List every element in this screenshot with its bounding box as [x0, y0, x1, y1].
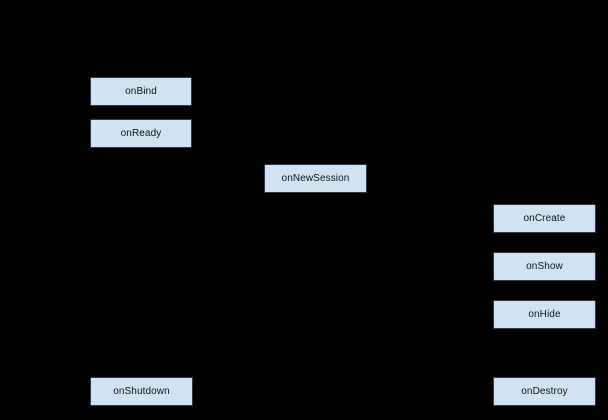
- node-label: onShutdown: [113, 385, 170, 397]
- node-label: onNewSession: [281, 172, 350, 184]
- node-onbind[interactable]: onBind: [90, 77, 192, 106]
- node-label: onShow: [526, 260, 563, 272]
- node-label: onBind: [125, 85, 157, 97]
- node-oncreate[interactable]: onCreate: [493, 204, 596, 233]
- node-label: onHide: [528, 308, 561, 320]
- node-onhide[interactable]: onHide: [493, 300, 596, 329]
- node-ondestroy[interactable]: onDestroy: [493, 377, 596, 406]
- node-onshutdown[interactable]: onShutdown: [90, 377, 193, 406]
- node-label: onReady: [120, 127, 162, 139]
- node-onshow[interactable]: onShow: [493, 252, 596, 281]
- node-onnewsession[interactable]: onNewSession: [264, 164, 367, 193]
- node-label: onDestroy: [521, 385, 568, 397]
- node-onready[interactable]: onReady: [90, 119, 192, 148]
- node-label: onCreate: [523, 212, 566, 224]
